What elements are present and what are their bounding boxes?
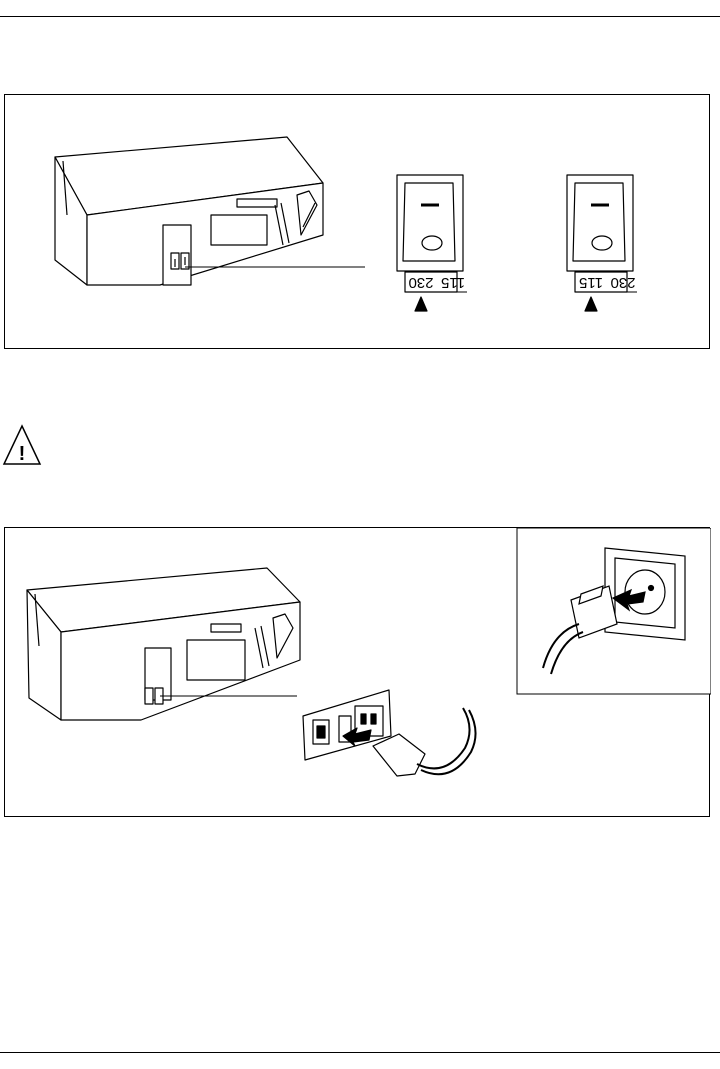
switch-right-label-115: 115 xyxy=(579,274,603,291)
header-rule xyxy=(0,16,720,17)
computer-case-illustration-2 xyxy=(27,568,300,720)
switch-left-label-230: 230 xyxy=(408,274,433,291)
figure-power-connection xyxy=(4,527,710,817)
power-connection-illustration xyxy=(5,528,711,818)
warning-triangle-icon: ! xyxy=(2,424,42,468)
switch-right-label-230: 230 xyxy=(610,274,635,291)
power-socket-panel xyxy=(303,690,476,776)
wall-outlet-inset xyxy=(517,528,711,694)
warning-symbol: ! xyxy=(19,443,26,465)
computer-case-illustration xyxy=(55,137,365,285)
footer-rule xyxy=(0,1052,720,1053)
switch-left-label-115: 115 xyxy=(441,274,465,291)
figure-voltage-selector: 115 230 230 115 xyxy=(4,94,710,349)
voltage-selector-illustration: 115 230 230 115 xyxy=(5,95,711,350)
